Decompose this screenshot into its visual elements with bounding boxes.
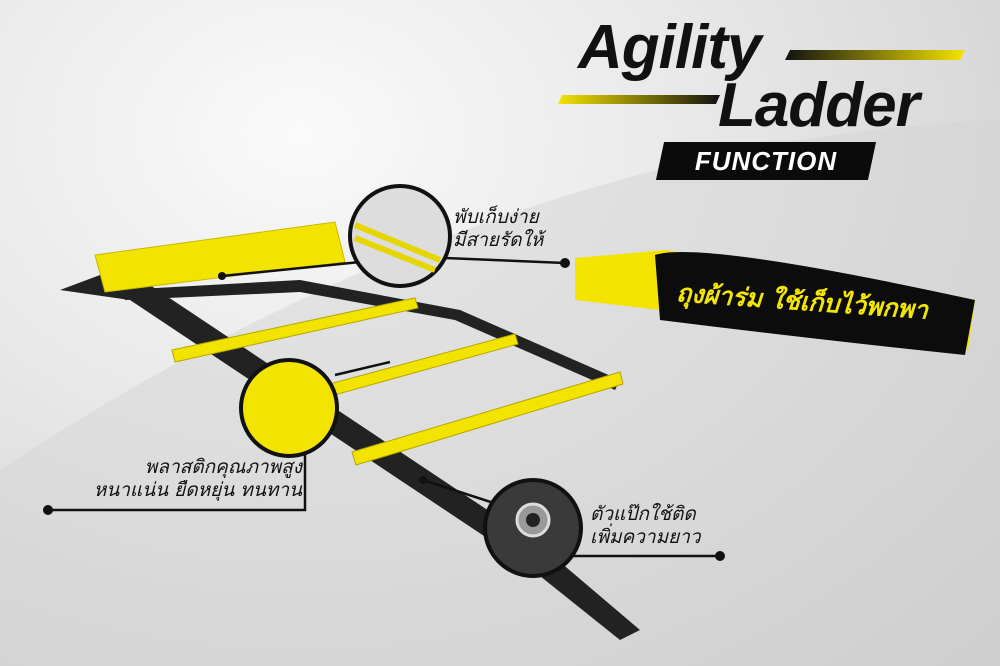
callout-line: มีสายรัดให้ (453, 229, 544, 251)
callout-grommet: ตัวแป๊กใช้ติด เพิ่มความยาว (590, 503, 701, 549)
function-badge: FUNCTION (655, 142, 877, 180)
callout-line: หนาแน่น ยืดหยุ่น ทนทาน (93, 479, 302, 501)
plastic-detail-circle (239, 358, 339, 458)
callout-line: พลาสติกคุณภาพสูง (144, 456, 302, 478)
callout-plastic: พลาสติกคุณภาพสูง หนาแน่น ยืดหยุ่น ทนทาน (56, 456, 302, 502)
fold-detail-circle (348, 184, 452, 288)
callout-line: เพิ่มความยาว (590, 526, 701, 548)
title-agility: Agility (578, 13, 761, 82)
title-accent-bar (558, 95, 720, 104)
callout-line: ตัวแป๊กใช้ติด (590, 503, 696, 525)
function-label: FUNCTION (694, 146, 838, 176)
title-accent-bar (785, 50, 965, 60)
callout-line: พับเก็บง่าย (453, 206, 539, 228)
title-ladder: Ladder (718, 71, 920, 140)
carry-bag (575, 250, 975, 355)
ladder (60, 221, 640, 640)
callout-fold: พับเก็บง่าย มีสายรัดให้ (453, 206, 543, 252)
